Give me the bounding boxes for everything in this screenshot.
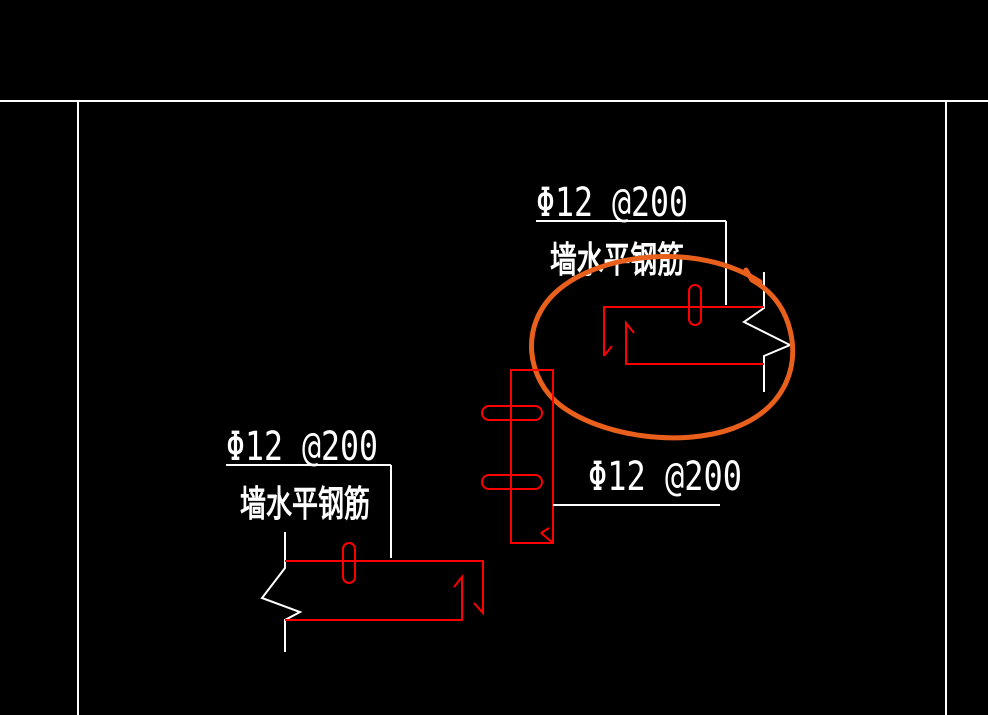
middle-rebar-hook-b — [540, 527, 550, 534]
lower-rebar — [285, 542, 484, 621]
detail-upper-right: Φ12 @200 墙水平钢筋 — [529, 180, 796, 441]
middle-rebar-tie-upper — [481, 405, 543, 421]
middle-rebar-hook-a — [540, 532, 554, 544]
lower-rebar-outer-bar — [285, 560, 484, 616]
middle-rebar-box — [510, 369, 554, 544]
lower-break-line — [260, 532, 303, 652]
upper-rebar-tie-loop — [688, 284, 702, 326]
middle-rebar-spec-label: Φ12 @200 — [588, 454, 742, 500]
upper-rebar-inner-bar — [625, 320, 764, 365]
lower-rebar-inner-bar — [285, 574, 463, 621]
middle-rebar-tie-lower — [481, 474, 543, 490]
upper-rebar-spec-label: Φ12 @200 — [536, 180, 688, 226]
drawing-frame — [0, 100, 988, 715]
upper-rebar-hook — [603, 345, 613, 357]
detail-lower-left: Φ12 @200 墙水平钢筋 — [226, 424, 484, 652]
highlight-circle — [529, 254, 796, 441]
detail-middle: Φ12 @200 — [481, 369, 742, 544]
lower-rebar-spec-label: Φ12 @200 — [226, 424, 378, 470]
upper-rebar — [603, 284, 764, 365]
lower-rebar-desc-label: 墙水平钢筋 — [240, 484, 370, 525]
lower-rebar-tie-loop — [342, 542, 356, 584]
upper-break-line — [742, 272, 793, 392]
upper-rebar-outer-bar — [603, 306, 764, 356]
